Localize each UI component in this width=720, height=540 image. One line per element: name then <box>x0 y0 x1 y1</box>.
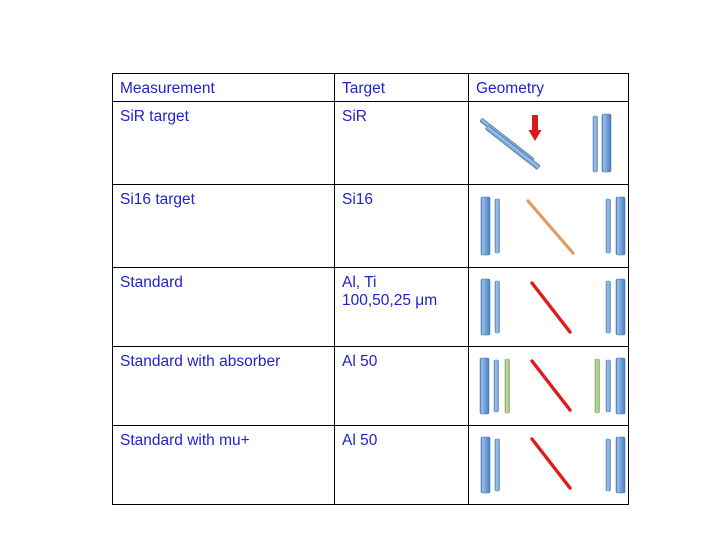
cell-measurement: Standard <box>112 267 335 348</box>
table-header-row: Measurement Target Geometry <box>112 72 629 103</box>
target-label: Al 50 <box>342 432 378 450</box>
cell-geometry <box>468 101 629 186</box>
vertical-bar-group-right <box>605 279 626 336</box>
table-row: Standard with mu+ Al 50 <box>112 425 629 506</box>
diagonal-line-red-icon <box>530 359 572 413</box>
column-header-measurement: Measurement <box>112 72 335 103</box>
cell-measurement: Si16 target <box>112 184 335 269</box>
cell-target: Al 50 <box>334 425 469 506</box>
cell-target: SiR <box>334 101 469 186</box>
vertical-bar-group-left <box>480 279 500 336</box>
cell-measurement: Standard with mu+ <box>112 425 335 506</box>
geometry-standard-with-absorber <box>479 358 626 415</box>
target-label: Al 50 <box>342 353 378 371</box>
table-row: Standard Al, Ti 100,50,25 μm <box>112 267 629 348</box>
column-header-target: Target <box>334 72 469 103</box>
geometry-si16-target <box>480 197 626 256</box>
geometry-sir-target <box>479 114 612 173</box>
cell-geometry <box>468 184 629 269</box>
cell-geometry <box>468 346 629 427</box>
vertical-bar-group-right <box>605 197 626 256</box>
vertical-bar-group-left <box>480 437 500 494</box>
diagonal-line-red-icon <box>530 437 572 491</box>
vertical-bar-group-right <box>592 114 612 173</box>
measurement-label: Si16 target <box>120 191 195 209</box>
absorber-bar-green <box>504 359 510 414</box>
table-row: SiR target SiR <box>112 101 629 186</box>
cell-geometry <box>468 267 629 348</box>
diagonal-line-red-icon <box>530 281 572 335</box>
cell-geometry <box>468 425 629 506</box>
absorber-bar-green <box>594 359 600 414</box>
measurement-geometry-table: Measurement Target Geometry SiR target S… <box>112 72 629 506</box>
diagonal-bar-pair-icon <box>479 118 541 170</box>
cell-target: Al 50 <box>334 346 469 427</box>
target-label: Si16 <box>342 191 374 209</box>
measurement-label: Standard with mu+ <box>120 432 250 450</box>
column-header-target-label: Target <box>342 80 386 97</box>
table-row: Si16 target Si16 <box>112 184 629 269</box>
measurement-label: Standard <box>120 274 183 292</box>
column-header-geometry-label: Geometry <box>476 80 545 97</box>
target-label: SiR <box>342 108 367 126</box>
measurement-label: Standard with absorber <box>120 353 281 371</box>
cell-measurement: SiR target <box>112 101 335 186</box>
target-label: Al, Ti 100,50,25 μm <box>342 274 438 309</box>
geometry-standard <box>480 279 626 336</box>
measurement-label: SiR target <box>120 108 189 126</box>
column-header-measurement-label: Measurement <box>120 80 215 97</box>
table-row: Standard with absorber Al 50 <box>112 346 629 427</box>
cell-target: Si16 <box>334 184 469 269</box>
diagonal-line-orange-icon <box>526 199 575 255</box>
vertical-bar-group-left <box>479 358 510 415</box>
cell-target: Al, Ti 100,50,25 μm <box>334 267 469 348</box>
vertical-bar-group-right <box>594 358 626 415</box>
down-arrow-icon <box>528 115 542 142</box>
cell-measurement: Standard with absorber <box>112 346 335 427</box>
vertical-bar-group-left <box>480 197 500 256</box>
geometry-standard-with-mu-plus <box>480 437 626 494</box>
column-header-geometry: Geometry <box>468 72 629 103</box>
vertical-bar-group-right <box>605 437 626 494</box>
